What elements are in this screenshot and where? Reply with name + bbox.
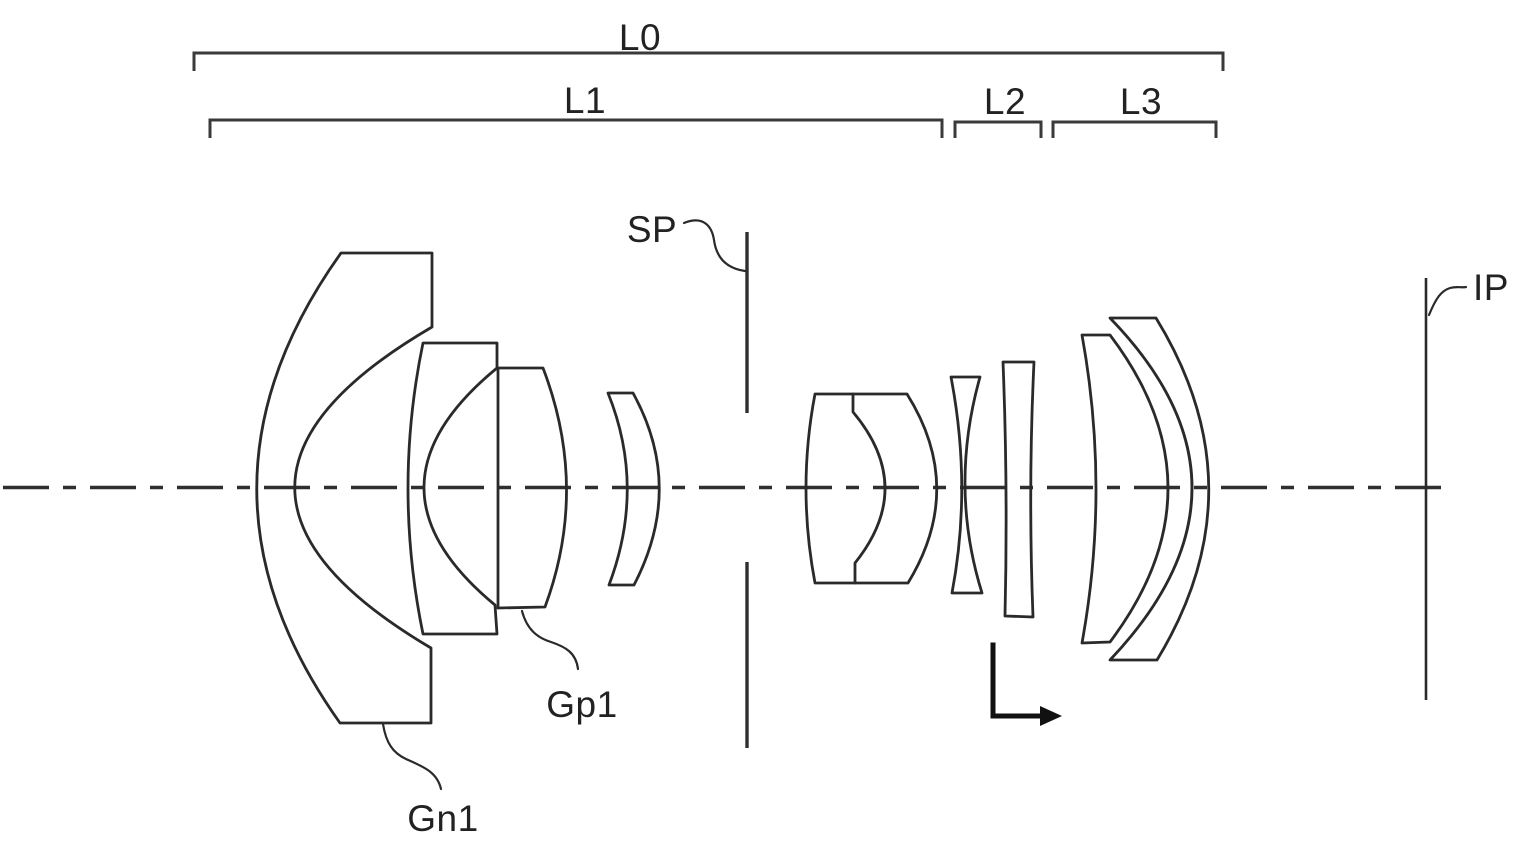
lens-element-1-gn1 [255, 251, 434, 725]
focus-shift-arrow [990, 642, 1047, 719]
label-L3: L3 [1120, 81, 1162, 122]
leader-ip [1427, 285, 1468, 317]
label-SP: SP [627, 209, 677, 250]
lens-element-10 [1080, 333, 1170, 645]
bracket-L0 [192, 51, 1225, 71]
bracket-L3 [1051, 120, 1218, 138]
label-Gn1: Gn1 [407, 798, 478, 839]
leader-gn1 [381, 722, 443, 791]
lens-element-2 [406, 341, 499, 636]
focus-shift-arrow-head [1040, 706, 1062, 726]
lens-element-6-7-doublet [804, 392, 939, 585]
leader-sp [682, 219, 747, 273]
bracket-L2 [953, 120, 1043, 138]
lens-element-4-gp1 [496, 366, 568, 610]
label-IP: IP [1473, 267, 1509, 308]
label-Gp1: Gp1 [546, 684, 617, 725]
bracket-L1 [208, 118, 944, 138]
label-L0: L0 [619, 17, 661, 58]
lens-element-8 [949, 375, 984, 595]
lens-element-6-7-cement-surface [851, 392, 887, 585]
lens-element-9 [1001, 360, 1036, 619]
lens-element-5 [606, 391, 661, 587]
lens-element-11 [1108, 316, 1211, 662]
label-L1: L1 [564, 80, 606, 121]
label-L2: L2 [984, 81, 1026, 122]
leader-gp1 [520, 609, 580, 671]
